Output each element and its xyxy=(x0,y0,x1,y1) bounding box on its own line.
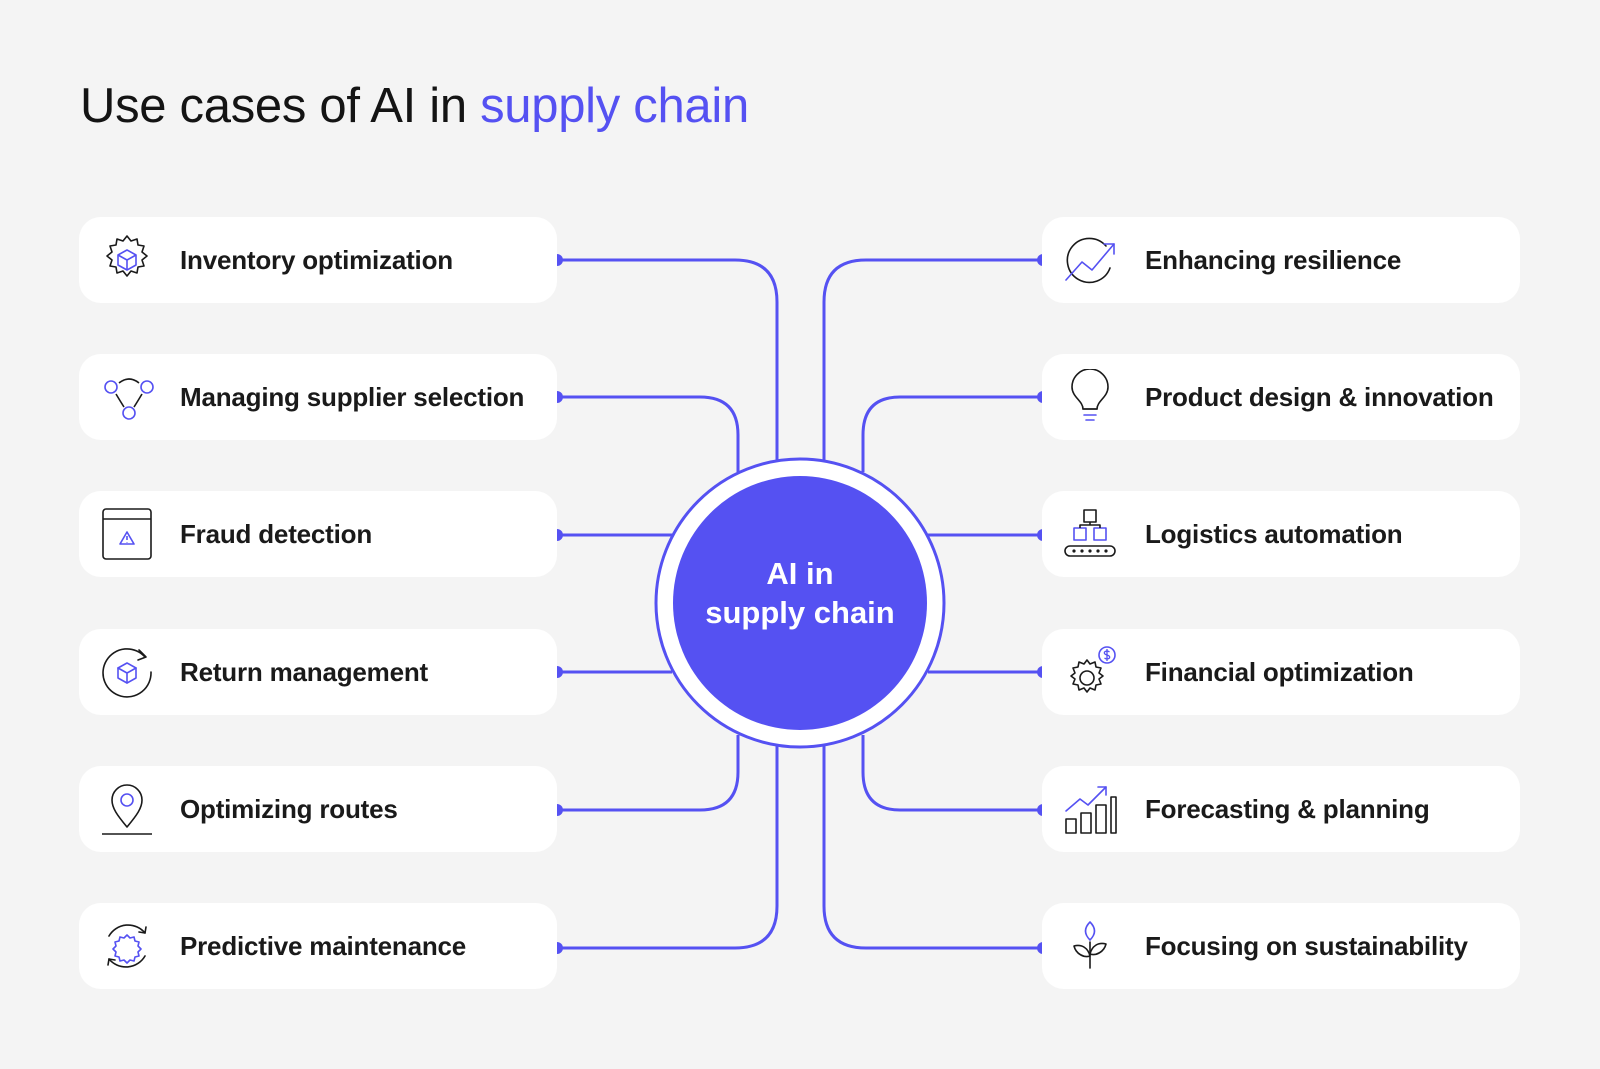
window-warning-icon xyxy=(97,504,157,564)
conveyor-boxes-icon xyxy=(1060,504,1120,564)
use-case-label: Managing supplier selection xyxy=(180,381,525,412)
use-case-card-forecasting-planning: Forecasting & planning xyxy=(1042,766,1520,852)
gear-cycle-icon xyxy=(97,916,157,976)
use-case-card-focusing-on-sustainability: Focusing on sustainability xyxy=(1042,903,1520,989)
use-case-card-logistics-automation: Logistics automation xyxy=(1042,491,1520,577)
use-case-label: Return management xyxy=(180,656,428,687)
use-case-card-product-design-innovation: Product design & innovation xyxy=(1042,354,1520,440)
bar-chart-trend-icon xyxy=(1060,779,1120,839)
page-title: Use cases of AI in supply chain xyxy=(80,78,749,134)
use-case-label: Enhancing resilience xyxy=(1145,244,1402,275)
use-case-label: Product design & innovation xyxy=(1145,381,1494,412)
use-case-label: Financial optimization xyxy=(1145,656,1414,687)
use-case-card-return-management: Return management xyxy=(79,629,557,715)
connector-left-2 xyxy=(557,395,740,472)
use-case-card-financial-optimization: Financial optimization xyxy=(1042,629,1520,715)
sprout-icon xyxy=(1060,916,1120,976)
hub-label-line1: AI in xyxy=(766,556,834,591)
use-case-card-fraud-detection: Fraud detection xyxy=(79,491,557,577)
connector-right-5 xyxy=(861,735,1043,812)
hub-circle xyxy=(673,476,927,730)
gear-box-icon xyxy=(97,230,157,290)
title-highlight: supply chain xyxy=(480,79,749,133)
use-case-label: Logistics automation xyxy=(1145,518,1403,549)
use-case-card-optimizing-routes: Optimizing routes xyxy=(79,766,557,852)
title-prefix: Use cases of AI in xyxy=(80,79,481,133)
growth-arrow-icon xyxy=(1060,230,1120,290)
use-case-card-managing-supplier-selection: Managing supplier selection xyxy=(79,354,557,440)
connector-right-1 xyxy=(822,258,1043,472)
network-nodes-icon xyxy=(97,367,157,427)
map-pin-icon xyxy=(97,779,157,839)
use-case-label: Forecasting & planning xyxy=(1145,793,1430,824)
use-case-card-predictive-maintenance: Predictive maintenance xyxy=(79,903,557,989)
connector-left-6 xyxy=(557,735,779,950)
lightbulb-icon xyxy=(1060,367,1120,427)
hub-label-line2: supply chain xyxy=(705,595,895,630)
use-case-card-enhancing-resilience: Enhancing resilience xyxy=(1042,217,1520,303)
connector-right-2 xyxy=(861,395,1043,472)
use-case-label: Inventory optimization xyxy=(180,244,453,275)
connector-left-1 xyxy=(557,258,779,472)
return-box-icon xyxy=(97,642,157,702)
connector-left-5 xyxy=(557,735,740,812)
gear-dollar-icon xyxy=(1060,642,1120,702)
use-case-label: Focusing on sustainability xyxy=(1145,930,1468,961)
use-case-card-inventory-optimization: Inventory optimization xyxy=(79,217,557,303)
use-case-label: Fraud detection xyxy=(180,518,373,549)
hub-label: AI in supply chain xyxy=(672,554,928,632)
use-case-label: Optimizing routes xyxy=(180,793,398,824)
connector-right-6 xyxy=(822,735,1043,950)
use-case-label: Predictive maintenance xyxy=(180,930,467,961)
